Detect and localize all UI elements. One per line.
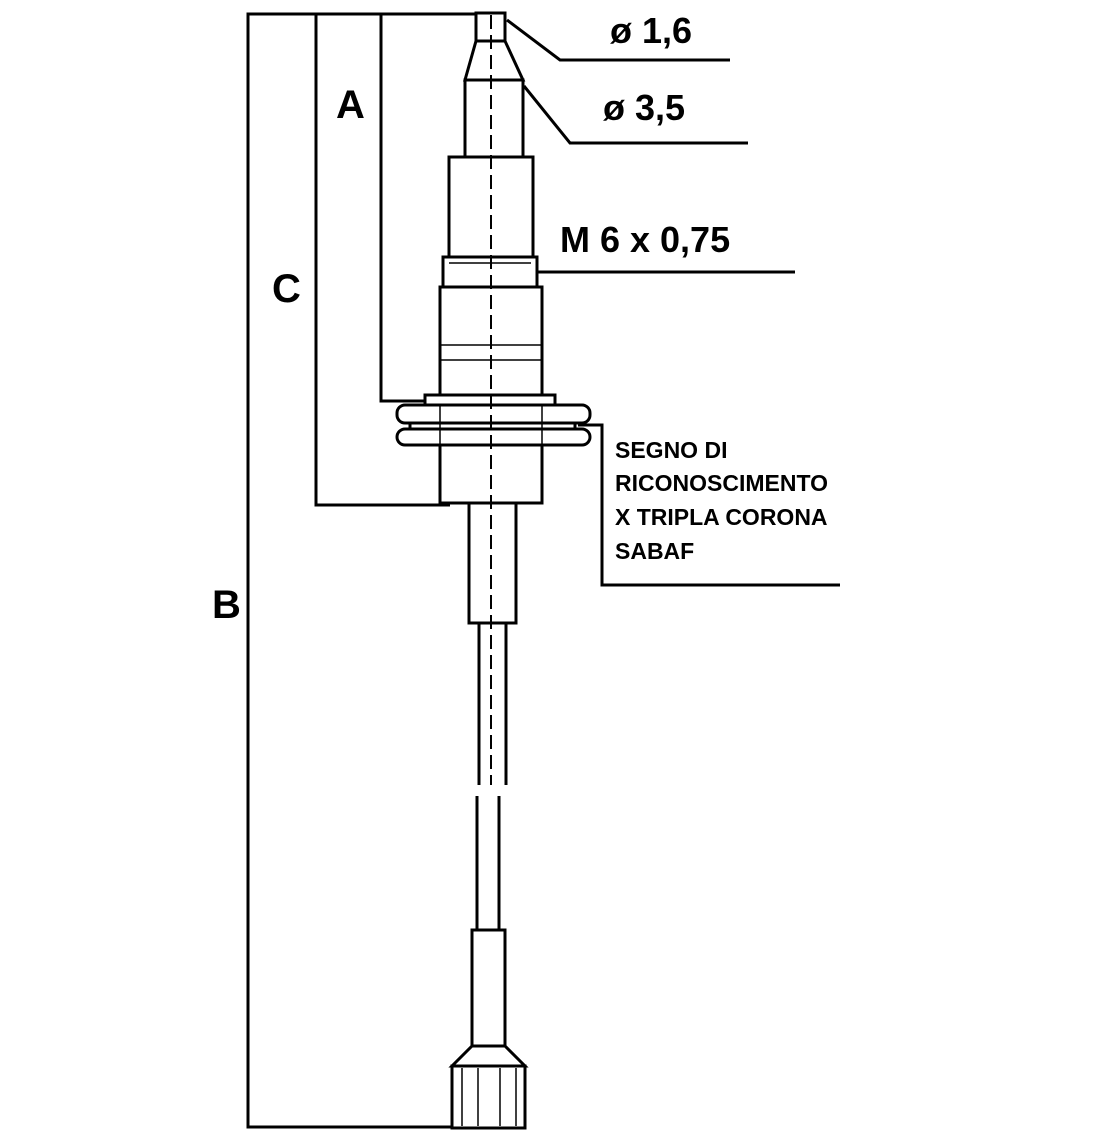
note-line: X TRIPLA CORONA — [615, 504, 828, 530]
note-line: RICONOSCIMENTO — [615, 470, 828, 496]
electrode-upper-cylinder — [463, 78, 525, 159]
dimension-b-label: B — [212, 583, 241, 627]
connector-terminal — [450, 1064, 527, 1130]
tip-diameter-label: ø 1,6 — [610, 10, 692, 51]
identification-note: SEGNO DI RICONOSCIMENTO X TRIPLA CORONA … — [615, 437, 828, 564]
note-line: SABAF — [615, 538, 694, 564]
thread-label: M 6 x 0,75 — [560, 219, 730, 260]
tip-diameter-leader — [506, 18, 730, 62]
dimension-lines — [246, 12, 505, 1129]
dimension-c-line — [314, 14, 450, 507]
connector-sleeve — [470, 928, 507, 1048]
note-line: SEGNO DI — [615, 437, 727, 463]
electrode-lower-body — [438, 443, 544, 505]
dimension-a-line — [379, 14, 425, 403]
dimension-b-line — [246, 12, 505, 1129]
electrode — [395, 11, 592, 1130]
electrode-sleeve — [467, 501, 518, 625]
connector-flare — [448, 1044, 529, 1068]
shaft-diameter-label: ø 3,5 — [603, 87, 685, 128]
electrode-cone — [463, 39, 526, 82]
dimension-a-label: A — [336, 83, 365, 127]
dimension-c-label: C — [272, 267, 301, 311]
note-leader — [578, 423, 840, 587]
nut-upper — [395, 403, 592, 425]
nut-lower — [395, 427, 592, 447]
shaft-diameter-leader — [522, 85, 748, 145]
